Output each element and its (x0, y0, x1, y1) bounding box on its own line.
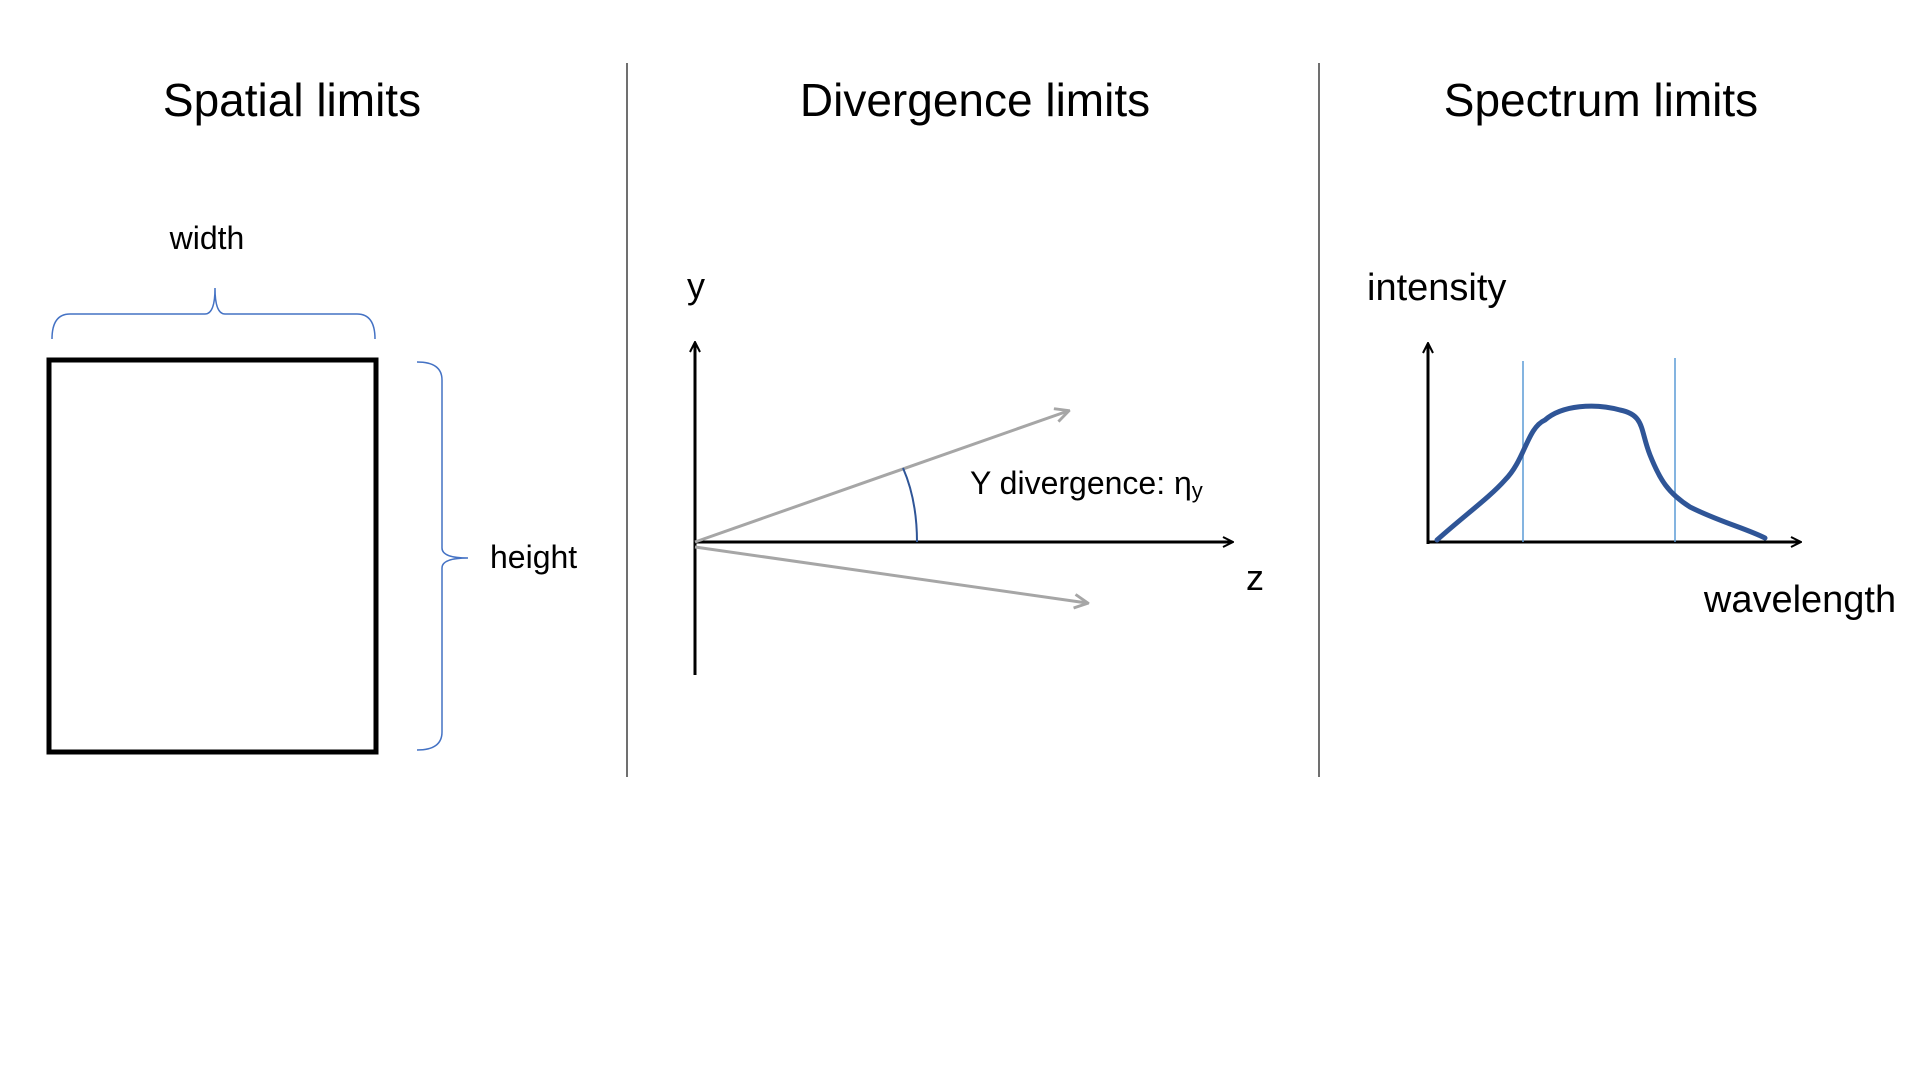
upper-ray-arrow (694, 411, 1068, 544)
height-label: height (490, 539, 577, 575)
divergence-angle-label: Y divergence: ηy (970, 465, 1203, 503)
divergence-angle-subscript: y (1192, 478, 1203, 503)
spectrum-limits-panel: Spectrum limits intensity wavelength (1367, 74, 1896, 621)
spatial-limits-panel: Spatial limits width height (46, 74, 577, 755)
divergence-angle-arc (902, 467, 918, 543)
divergence-y-axis-label: y (687, 265, 705, 306)
divergence-angle-text: Y divergence: η (970, 465, 1192, 501)
spectrum-limits-title: Spectrum limits (1444, 74, 1758, 126)
height-brace (416, 361, 469, 751)
spatial-limits-title: Spatial limits (163, 74, 421, 126)
divergence-limits-title: Divergence limits (800, 74, 1150, 126)
width-brace (51, 287, 376, 340)
spectrum-curve (1434, 403, 1768, 543)
spatial-rectangle (46, 357, 379, 755)
divergence-limits-panel: Divergence limits y z Y divergence: ηy (687, 74, 1264, 675)
divergence-z-axis-label: z (1246, 557, 1264, 598)
width-label: width (169, 220, 245, 256)
lower-ray-arrow (694, 545, 1087, 603)
spectrum-x-axis-label: wavelength (1703, 579, 1896, 621)
spectrum-y-axis-label: intensity (1367, 267, 1506, 309)
